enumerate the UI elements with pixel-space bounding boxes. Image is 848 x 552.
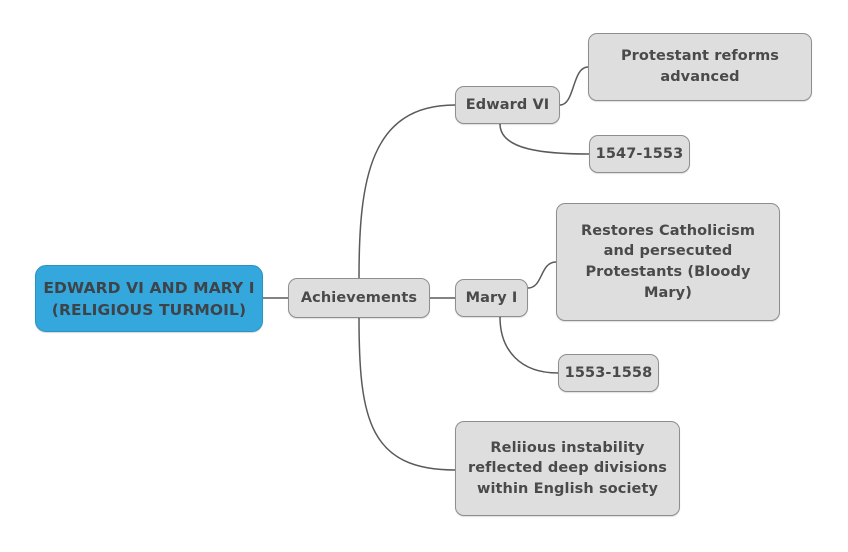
node-mary-dates[interactable]: 1553-1558 [558, 354, 659, 392]
connector-mary-to-dates [499, 316, 559, 374]
node-mary-i[interactable]: Mary I [455, 279, 528, 317]
connector-achievements-to-summary [358, 317, 456, 471]
node-restores-catholicism[interactable]: Restores Catholicism and persecuted Prot… [556, 203, 780, 321]
connector-edward-to-dates [499, 123, 590, 155]
connector-achievements-to-edward [358, 104, 456, 279]
node-root[interactable]: EDWARD VI AND MARY I (RELIGIOUS TURMOIL) [35, 265, 263, 332]
node-edward-dates[interactable]: 1547-1553 [589, 135, 690, 173]
node-edward-vi[interactable]: Edward VI [455, 86, 560, 124]
node-achievements[interactable]: Achievements [288, 278, 430, 318]
node-protestant-reforms[interactable]: Protestant reforms advanced [588, 33, 812, 101]
node-religious-instability[interactable]: Reliious instability reflected deep divi… [455, 421, 680, 516]
connector-edward-to-detail [559, 66, 589, 106]
connector-mary-to-detail [527, 261, 557, 289]
